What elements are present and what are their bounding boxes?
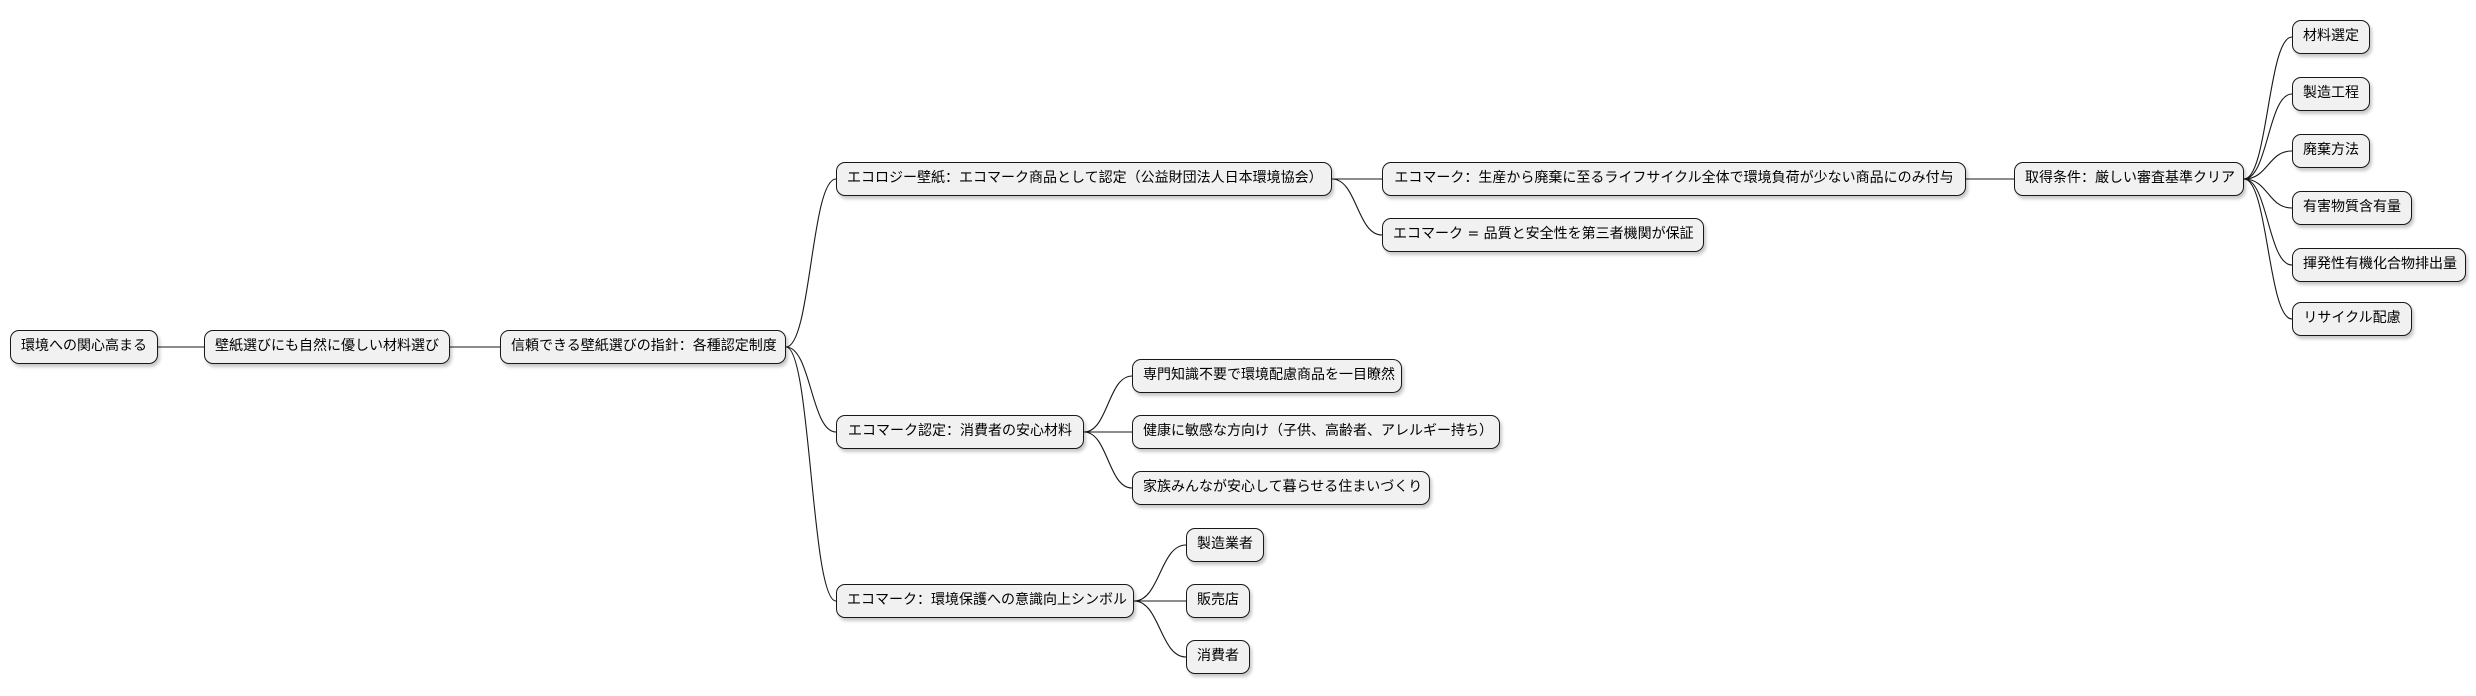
connector-line bbox=[1133, 600, 1187, 658]
node-symbol-manufacturer: 製造業者 bbox=[1186, 528, 1264, 562]
node-criteria-materials: 材料選定 bbox=[2292, 20, 2370, 54]
connector-line bbox=[1083, 375, 1133, 433]
node-ecomark-guarantee: エコマーク = 品質と安全性を第三者機関が保証 bbox=[1382, 218, 1704, 252]
node-criteria-manufacturing: 製造工程 bbox=[2292, 77, 2370, 111]
node-ecomark-symbol: エコマーク：環境保護への意識向上シンボル bbox=[836, 584, 1134, 618]
node-ecology-wallpaper: エコロジー壁紙：エコマーク商品として認定（公益財団法人日本環境協会） bbox=[836, 162, 1332, 196]
node-criteria-hazardous: 有害物質含有量 bbox=[2292, 191, 2412, 225]
connector-line bbox=[2243, 178, 2293, 266]
node-consumer-item-1: 専門知識不要で環境配慮商品を一目瞭然 bbox=[1132, 359, 1402, 393]
connector-line bbox=[2243, 150, 2293, 180]
connector-line bbox=[785, 346, 837, 602]
connector-line bbox=[2243, 178, 2293, 320]
node-acquisition-conditions: 取得条件：厳しい審査基準クリア bbox=[2014, 162, 2244, 196]
connector-line bbox=[1083, 431, 1133, 489]
node-ecomark-lifecycle: エコマーク：生産から廃棄に至るライフサイクル全体で環境負荷が少ない商品にのみ付与 bbox=[1382, 162, 1966, 196]
connector-line bbox=[785, 346, 837, 433]
node-criteria-disposal: 廃棄方法 bbox=[2292, 134, 2370, 168]
node-symbol-consumer: 消費者 bbox=[1186, 640, 1250, 674]
connector-line bbox=[2243, 93, 2293, 180]
node-level1: 壁紙選びにも自然に優しい材料選び bbox=[204, 330, 450, 364]
connector-line bbox=[785, 178, 837, 348]
node-consumer-item-2: 健康に敏感な方向け（子供、高齢者、アレルギー持ち） bbox=[1132, 415, 1500, 449]
node-consumer-item-3: 家族みんなが安心して暮らせる住まいづくり bbox=[1132, 471, 1430, 505]
node-criteria-recycling: リサイクル配慮 bbox=[2292, 302, 2412, 336]
node-level2: 信頼できる壁紙選びの指針：各種認定制度 bbox=[500, 330, 786, 364]
node-symbol-retailer: 販売店 bbox=[1186, 584, 1250, 618]
node-ecomark-consumer: エコマーク認定：消費者の安心材料 bbox=[836, 415, 1084, 449]
node-criteria-voc: 揮発性有機化合物排出量 bbox=[2292, 248, 2466, 282]
connector-line bbox=[1133, 544, 1187, 602]
connector-line bbox=[2243, 178, 2293, 209]
connector-line bbox=[1331, 178, 1383, 236]
connector-line bbox=[2243, 36, 2293, 180]
node-root: 環境への関心高まる bbox=[10, 330, 158, 364]
